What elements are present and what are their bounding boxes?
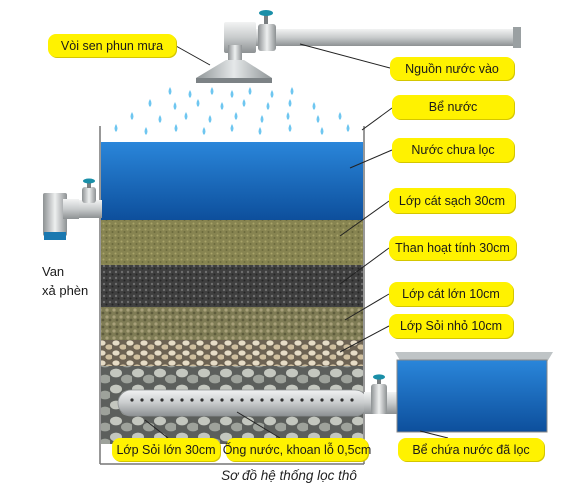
leader-lines <box>144 43 449 439</box>
label-coarse-sand: Lớp cát lớn 10cm <box>389 282 513 306</box>
outlet-pipe <box>364 374 404 414</box>
pipe-hole <box>310 398 314 402</box>
water-drop <box>346 124 350 132</box>
water-drop <box>230 90 234 98</box>
water-drop <box>242 99 246 107</box>
label-valve-line1: Van <box>42 264 65 279</box>
water-drop <box>174 124 178 132</box>
pipe-hole <box>180 398 184 402</box>
water-drop <box>230 124 234 132</box>
label-large-gravel: Lớp Sỏi lớn 30cm <box>112 438 220 461</box>
label-shower: Vòi sen phun mưa <box>48 34 176 57</box>
water-drop <box>130 112 134 120</box>
layer-activated-carbon <box>101 265 363 307</box>
pipe-hole <box>220 398 224 402</box>
label-pipe: Ống nước, khoan lỗ 0,5cm <box>223 438 371 461</box>
water-drop <box>316 115 320 123</box>
pipe-hole <box>300 398 304 402</box>
clean-water-tank <box>395 352 553 433</box>
rain-drops <box>114 87 350 135</box>
drain-valve <box>43 178 102 240</box>
water-drop <box>158 115 162 123</box>
label-activated-carbon: Than hoạt tính 30cm <box>389 236 516 260</box>
layer-clean-sand <box>101 220 363 265</box>
label-raw-water: Nước chưa lọc <box>392 138 514 162</box>
water-drop <box>266 102 270 110</box>
pipe-hole <box>240 398 244 402</box>
water-drop <box>168 87 172 95</box>
water-drop <box>260 115 264 123</box>
water-drop <box>114 124 118 132</box>
pipe-hole <box>210 398 214 402</box>
shower-head <box>196 60 272 83</box>
water-drop <box>188 90 192 98</box>
pipe-hole <box>190 398 194 402</box>
water-drop <box>148 99 152 107</box>
layer-small-gravel <box>101 340 363 366</box>
layer-raw-water <box>101 142 363 220</box>
label-small-gravel: Lớp Sỏi nhỏ 10cm <box>389 314 513 338</box>
pipe-hole <box>340 398 344 402</box>
water-drop <box>286 112 290 120</box>
water-drop <box>234 112 238 120</box>
water-drop <box>208 115 212 123</box>
water-drop <box>210 87 214 95</box>
pipe-hole <box>350 398 354 402</box>
water-drop <box>173 102 177 110</box>
pipe-hole <box>230 398 234 402</box>
pipe-hole <box>160 398 164 402</box>
pipe-hole <box>330 398 334 402</box>
pipe-hole <box>260 398 264 402</box>
pipe-hole <box>130 398 134 402</box>
water-drop <box>184 112 188 120</box>
figure-caption: Sơ đồ hệ thống lọc thô <box>221 468 357 483</box>
water-drop <box>248 87 252 95</box>
water-drop <box>288 124 292 132</box>
label-valve-line2: xả phèn <box>42 283 89 298</box>
water-drop <box>144 127 148 135</box>
pipe-hole <box>320 398 324 402</box>
label-tank: Bể nước <box>392 95 514 119</box>
label-clean-sand: Lớp cát sạch 30cm <box>389 188 515 213</box>
layer-coarse-sand <box>101 307 363 340</box>
pipe-hole <box>250 398 254 402</box>
water-drop <box>288 99 292 107</box>
water-drop <box>320 127 324 135</box>
pipe-hole <box>200 398 204 402</box>
pipe-hole <box>140 398 144 402</box>
pipe-hole <box>290 398 294 402</box>
water-drop <box>202 127 206 135</box>
label-clean-tank: Bể chứa nước đã lọc <box>398 438 544 461</box>
label-inlet: Nguồn nước vào <box>390 57 514 80</box>
pipe-hole <box>270 398 274 402</box>
water-drop <box>220 102 224 110</box>
water-drop <box>270 90 274 98</box>
pipe-hole <box>150 398 154 402</box>
label-valve: Van xả phèn <box>42 262 88 300</box>
water-drop <box>312 102 316 110</box>
water-drop <box>338 112 342 120</box>
pipe-hole <box>280 398 284 402</box>
water-drop <box>196 99 200 107</box>
perforated-pipe <box>117 389 369 417</box>
pipe-hole <box>170 398 174 402</box>
water-drop <box>290 87 294 95</box>
water-drop <box>258 127 262 135</box>
